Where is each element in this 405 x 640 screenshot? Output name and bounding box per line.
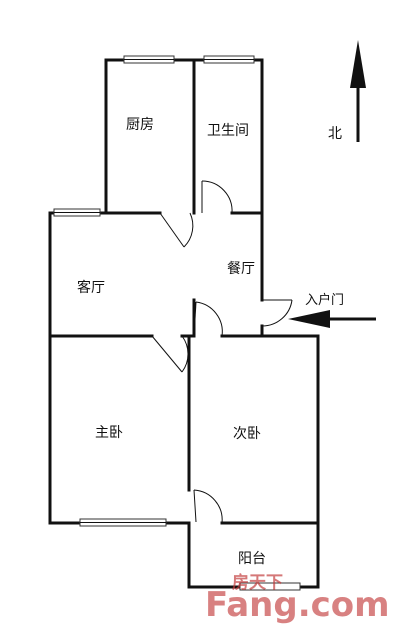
walls [48, 58, 320, 589]
watermark-sub-text: 房天下 [232, 572, 283, 593]
door-balcony-arc [193, 489, 223, 524]
north-compass: 北 [328, 40, 366, 142]
door-living-arc [181, 335, 189, 373]
label-master-bedroom: 主卧 [95, 425, 123, 441]
label-dining-room: 餐厅 [227, 261, 255, 277]
watermark-logo: 房天下 Fang.com [205, 572, 390, 625]
door-kitchen-arc [183, 212, 194, 248]
door-second-bed-arc [195, 301, 223, 337]
door-entrance-arc [261, 299, 293, 327]
watermark-text: Fang.com [205, 585, 390, 625]
windows [53, 55, 301, 591]
door-second-bed-leaf [193, 301, 197, 337]
label-balcony: 阳台 [238, 551, 266, 567]
door-kitchen-leaf [159, 212, 185, 248]
label-bathroom: 卫生间 [207, 123, 249, 139]
entrance-label: 入户门 [305, 292, 344, 308]
label-second-bedroom: 次卧 [233, 426, 261, 442]
door-balcony-leaf [193, 489, 197, 523]
label-kitchen: 厨房 [126, 117, 154, 133]
window-balcony [239, 582, 301, 591]
doors [151, 180, 293, 524]
label-living-room: 客厅 [77, 279, 105, 296]
door-living-leaf [151, 335, 183, 373]
north-arrow-head [350, 40, 366, 88]
door-bathroom-arc [201, 180, 233, 214]
room-labels: 厨房 卫生间 客厅 餐厅 主卧 次卧 阳台 [77, 117, 266, 567]
entrance-marker: 入户门 [288, 292, 376, 328]
north-label: 北 [328, 126, 342, 142]
entrance-arrow-head [288, 310, 330, 328]
